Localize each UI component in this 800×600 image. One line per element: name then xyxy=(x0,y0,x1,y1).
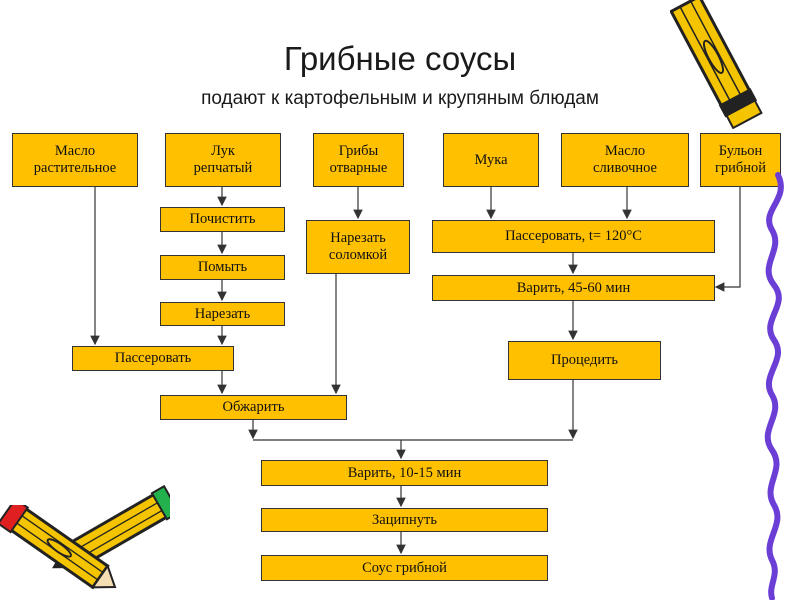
step-wash: Помыть xyxy=(160,255,285,280)
ingredient-butter: Масло сливочное xyxy=(561,133,689,187)
step-chop: Нарезать xyxy=(160,302,285,326)
squiggle-line xyxy=(764,172,784,600)
ingredient-boiled-mushrooms: Грибы отварные xyxy=(313,133,404,187)
step-season: Заципнуть xyxy=(261,508,548,532)
ingredient-mushroom-broth: Бульон грибной xyxy=(700,133,781,187)
pencil-icon xyxy=(0,505,117,590)
ingredient-vegetable-oil: Масло растительное xyxy=(12,133,138,187)
step-fry: Обжарить xyxy=(160,395,347,420)
step-result: Соус грибной xyxy=(261,555,548,581)
step-peel: Почистить xyxy=(160,207,285,232)
step-strain: Процедить xyxy=(508,341,661,380)
pencil-icon xyxy=(670,0,763,130)
step-cut-strips: Нарезать соломкой xyxy=(306,220,410,274)
page-title: Грибные соусы xyxy=(283,40,517,77)
step-boil-long: Варить, 45-60 мин xyxy=(432,275,715,301)
page-subtitle: подают к картофельным и крупяным блюдам xyxy=(201,88,599,109)
step-saute-onion: Пассеровать xyxy=(72,346,234,371)
step-saute-flour: Пассеровать, t= 120°С xyxy=(432,220,715,253)
ingredient-flour: Мука xyxy=(443,133,539,187)
step-boil-short: Варить, 10-15 мин xyxy=(261,460,548,486)
ingredient-onion: Лук репчатый xyxy=(165,133,281,187)
